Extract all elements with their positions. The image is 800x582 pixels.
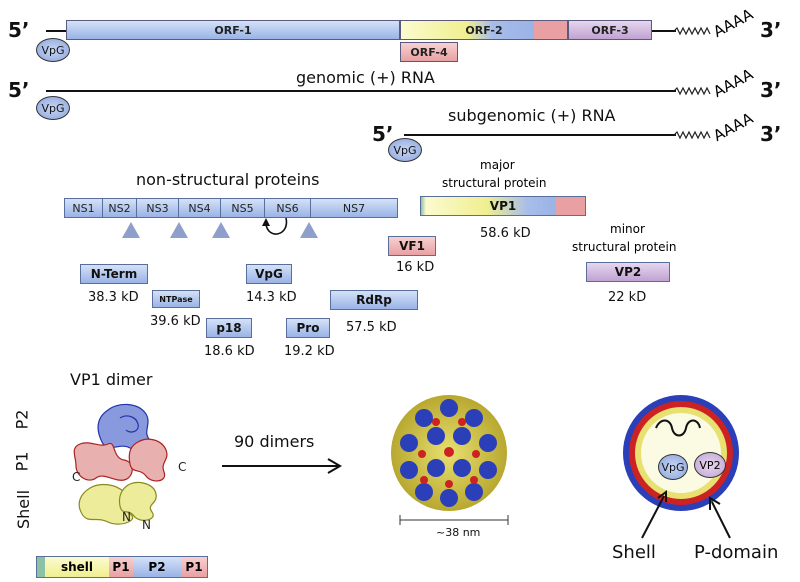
ns7-segment: NS7 [342, 201, 366, 215]
dimer-title: VP1 dimer [70, 370, 153, 389]
vpg-kd: 14.3 kD [246, 290, 297, 305]
cleavage-site-3 [212, 222, 230, 238]
orf3-bar: ORF-3 [568, 20, 652, 40]
ns6-segment: NS6 [265, 199, 311, 217]
cleavage-site-1 [122, 222, 140, 238]
pro-kd: 19.2 kD [284, 344, 335, 359]
arrow-label: 90 dimers [234, 432, 315, 451]
three-prime-label-2: 3’ [760, 78, 782, 102]
c-terminus-right: C [178, 460, 187, 474]
c-terminus-left: C [72, 470, 81, 484]
five-prime-label-3: 5’ [372, 122, 394, 146]
vpg-protein-box: VpG [246, 264, 292, 284]
domain-shell-segment: shell [45, 557, 109, 577]
n-terminus-right: N [142, 518, 151, 532]
rdrp-kd: 57.5 kD [346, 320, 397, 335]
ns5-segment: NS5 [221, 199, 265, 217]
poly-a-tails [673, 26, 711, 140]
minor-title-2: structural protein [572, 240, 677, 254]
orf2-bar: ORF-2 [400, 20, 568, 40]
subgenomic-label: subgenomic (+) RNA [448, 106, 616, 125]
capsid-vp2: VP2 [694, 452, 726, 478]
rdrp-box: RdRp [330, 290, 418, 310]
vf1-kd: 16 kD [396, 260, 435, 275]
assembly-arrow [222, 458, 342, 474]
three-prime-label-3: 3’ [760, 122, 782, 146]
vp1-dimer-structure [73, 403, 168, 525]
domain-label-p2: P2 [12, 409, 32, 430]
nonstructural-title: non-structural proteins [136, 170, 320, 189]
nterm-box: N-Term [80, 264, 148, 284]
scale-label: ~38 nm [436, 526, 481, 539]
n-terminus-left: N [122, 510, 131, 524]
vp1-domain-bar: shell P1 P2 P1 [36, 556, 208, 578]
ns4-segment: NS4 [179, 199, 221, 217]
ns1-segment: NS1 [65, 199, 103, 217]
nonstructural-polyprotein: NS1 NS2 NS3 NS4 NS5 NS6 NS7 [64, 198, 398, 218]
orf2-label: ORF-2 [465, 23, 503, 37]
three-prime-label: 3’ [760, 18, 782, 42]
ntpase-kd: 39.6 kD [150, 314, 201, 329]
capsid-surface [391, 395, 507, 511]
ns2-segment: NS2 [103, 199, 137, 217]
p18-kd: 18.6 kD [204, 344, 255, 359]
capsid-pointer-arrows [641, 490, 731, 539]
p18-box: p18 [206, 318, 252, 338]
domain-p2-segment: P2 [133, 557, 181, 577]
genomic-line [46, 90, 676, 92]
vpg-cap-1: VpG [36, 38, 70, 62]
capsid-vpg: VpG [658, 454, 688, 480]
vp2-kd: 22 kD [608, 290, 647, 305]
domain-label-p1: P1 [12, 451, 32, 472]
domain-p1a-segment: P1 [109, 557, 133, 577]
major-title-1: major [480, 158, 515, 172]
vpg-cap-3: VpG [388, 138, 422, 162]
vf1-box: VF1 [388, 236, 436, 256]
vp1-box: VP1 [420, 196, 586, 216]
subgenomic-line [404, 134, 676, 136]
cleavage-site-2 [170, 222, 188, 238]
minor-title-1: minor [610, 222, 645, 236]
five-prime-label-2: 5’ [8, 78, 30, 102]
scale-bar [399, 515, 509, 525]
pro-box: Pro [286, 318, 330, 338]
domain-label-shell: Shell [14, 489, 34, 530]
vp1-kd: 58.6 kD [480, 226, 531, 241]
five-prime-label: 5’ [8, 18, 30, 42]
protease-arrow [262, 217, 288, 235]
ns3-segment: NS3 [137, 199, 179, 217]
cleavage-site-4 [300, 222, 318, 238]
domain-nterm-segment [37, 557, 45, 577]
vpg-cap-2: VpG [36, 96, 70, 120]
pdomain-label: P-domain [694, 542, 779, 563]
major-title-2: structural protein [442, 176, 547, 190]
orf4-bar: ORF-4 [400, 42, 458, 62]
orf1-bar: ORF-1 [66, 20, 400, 40]
vp2-box: VP2 [586, 262, 670, 282]
domain-p1b-segment: P1 [181, 557, 207, 577]
shell-label: Shell [612, 542, 656, 563]
ntpase-box: NTPase [152, 290, 200, 308]
nterm-kd: 38.3 kD [88, 290, 139, 305]
genomic-label: genomic (+) RNA [296, 68, 435, 87]
